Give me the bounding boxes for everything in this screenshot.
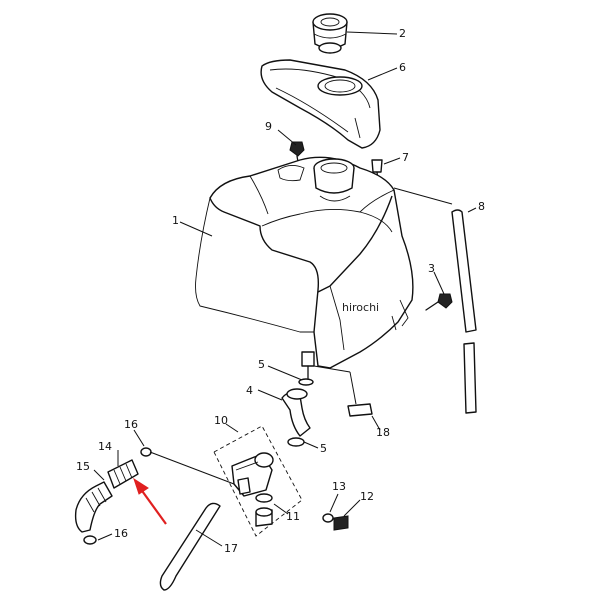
callout-16-lower: 16 <box>114 527 128 540</box>
callout-9: 9 <box>265 120 272 133</box>
callout-5-upper: 5 <box>258 358 265 371</box>
corrugated-hose-part-15 <box>74 481 113 533</box>
washer-part-13 <box>322 513 334 523</box>
hose-joint-part-14 <box>107 459 139 489</box>
leader-lines <box>93 31 477 547</box>
fuel-cock-part <box>231 452 274 497</box>
fuel-tank-part <box>195 156 414 379</box>
damper-part-18 <box>347 403 373 417</box>
screw-part-12 <box>333 515 349 531</box>
fuel-cock-group-box <box>213 425 303 537</box>
clip-part-5-lower <box>287 437 305 447</box>
clip-part-16-lower <box>83 535 97 545</box>
tank-cover-part <box>260 59 381 149</box>
fuel-hose-part-17 <box>159 502 221 591</box>
clip-part-16-upper <box>140 447 152 457</box>
callout-1: 1 <box>172 214 179 227</box>
clip-part-5-upper <box>298 378 314 386</box>
strainer-part-11 <box>255 493 273 527</box>
callout-16-upper: 16 <box>124 418 138 431</box>
callout-13: 13 <box>332 480 346 493</box>
fuel-hose-part-4 <box>281 388 311 437</box>
bolt-part-9 <box>289 141 305 163</box>
callout-5-lower: 5 <box>320 442 327 455</box>
bolt-part-3 <box>425 293 453 311</box>
callout-18: 18 <box>376 426 390 439</box>
callout-14: 14 <box>98 440 112 453</box>
callout-7: 7 <box>402 151 409 164</box>
callout-15: 15 <box>76 460 90 473</box>
fuel-cap-part <box>312 13 348 54</box>
red-pointer-arrow <box>133 477 167 525</box>
callout-2: 2 <box>399 27 406 40</box>
callout-8: 8 <box>478 200 485 213</box>
callout-10: 10 <box>214 414 228 427</box>
callout-4: 4 <box>246 384 253 397</box>
watermark-text: hirochi <box>342 301 379 314</box>
callout-17: 17 <box>224 542 238 555</box>
callout-3: 3 <box>428 262 435 275</box>
callout-11: 11 <box>286 510 300 523</box>
callout-6: 6 <box>399 61 406 74</box>
vent-hose-part-8 <box>451 209 477 414</box>
callout-12: 12 <box>360 490 374 503</box>
